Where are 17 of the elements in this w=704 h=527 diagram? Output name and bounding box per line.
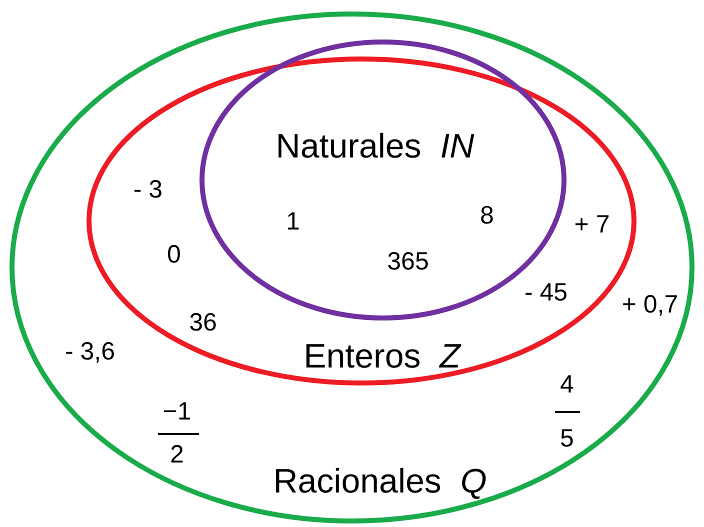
number-label: 8 [480,202,494,230]
number-label: + 7 [574,210,610,240]
set-name: Naturales IN [276,128,474,166]
set-name: Enteros Z [304,338,460,376]
number-label: 0 [167,240,181,270]
number-label: - 3,6 [64,338,116,366]
number-label: 1 [286,208,300,236]
number-label: - 3 [133,176,163,204]
number-label: 36 [189,308,217,338]
number-label: −1 [162,398,192,426]
number-label: 5 [560,424,574,454]
number-label: - 45 [524,278,568,308]
number-label: 2 [170,440,184,470]
number-label: + 0,7 [622,290,678,320]
number-label: 4 [560,370,574,400]
set-name: Racionales Q [273,462,487,502]
number-label: 365 [387,248,429,276]
